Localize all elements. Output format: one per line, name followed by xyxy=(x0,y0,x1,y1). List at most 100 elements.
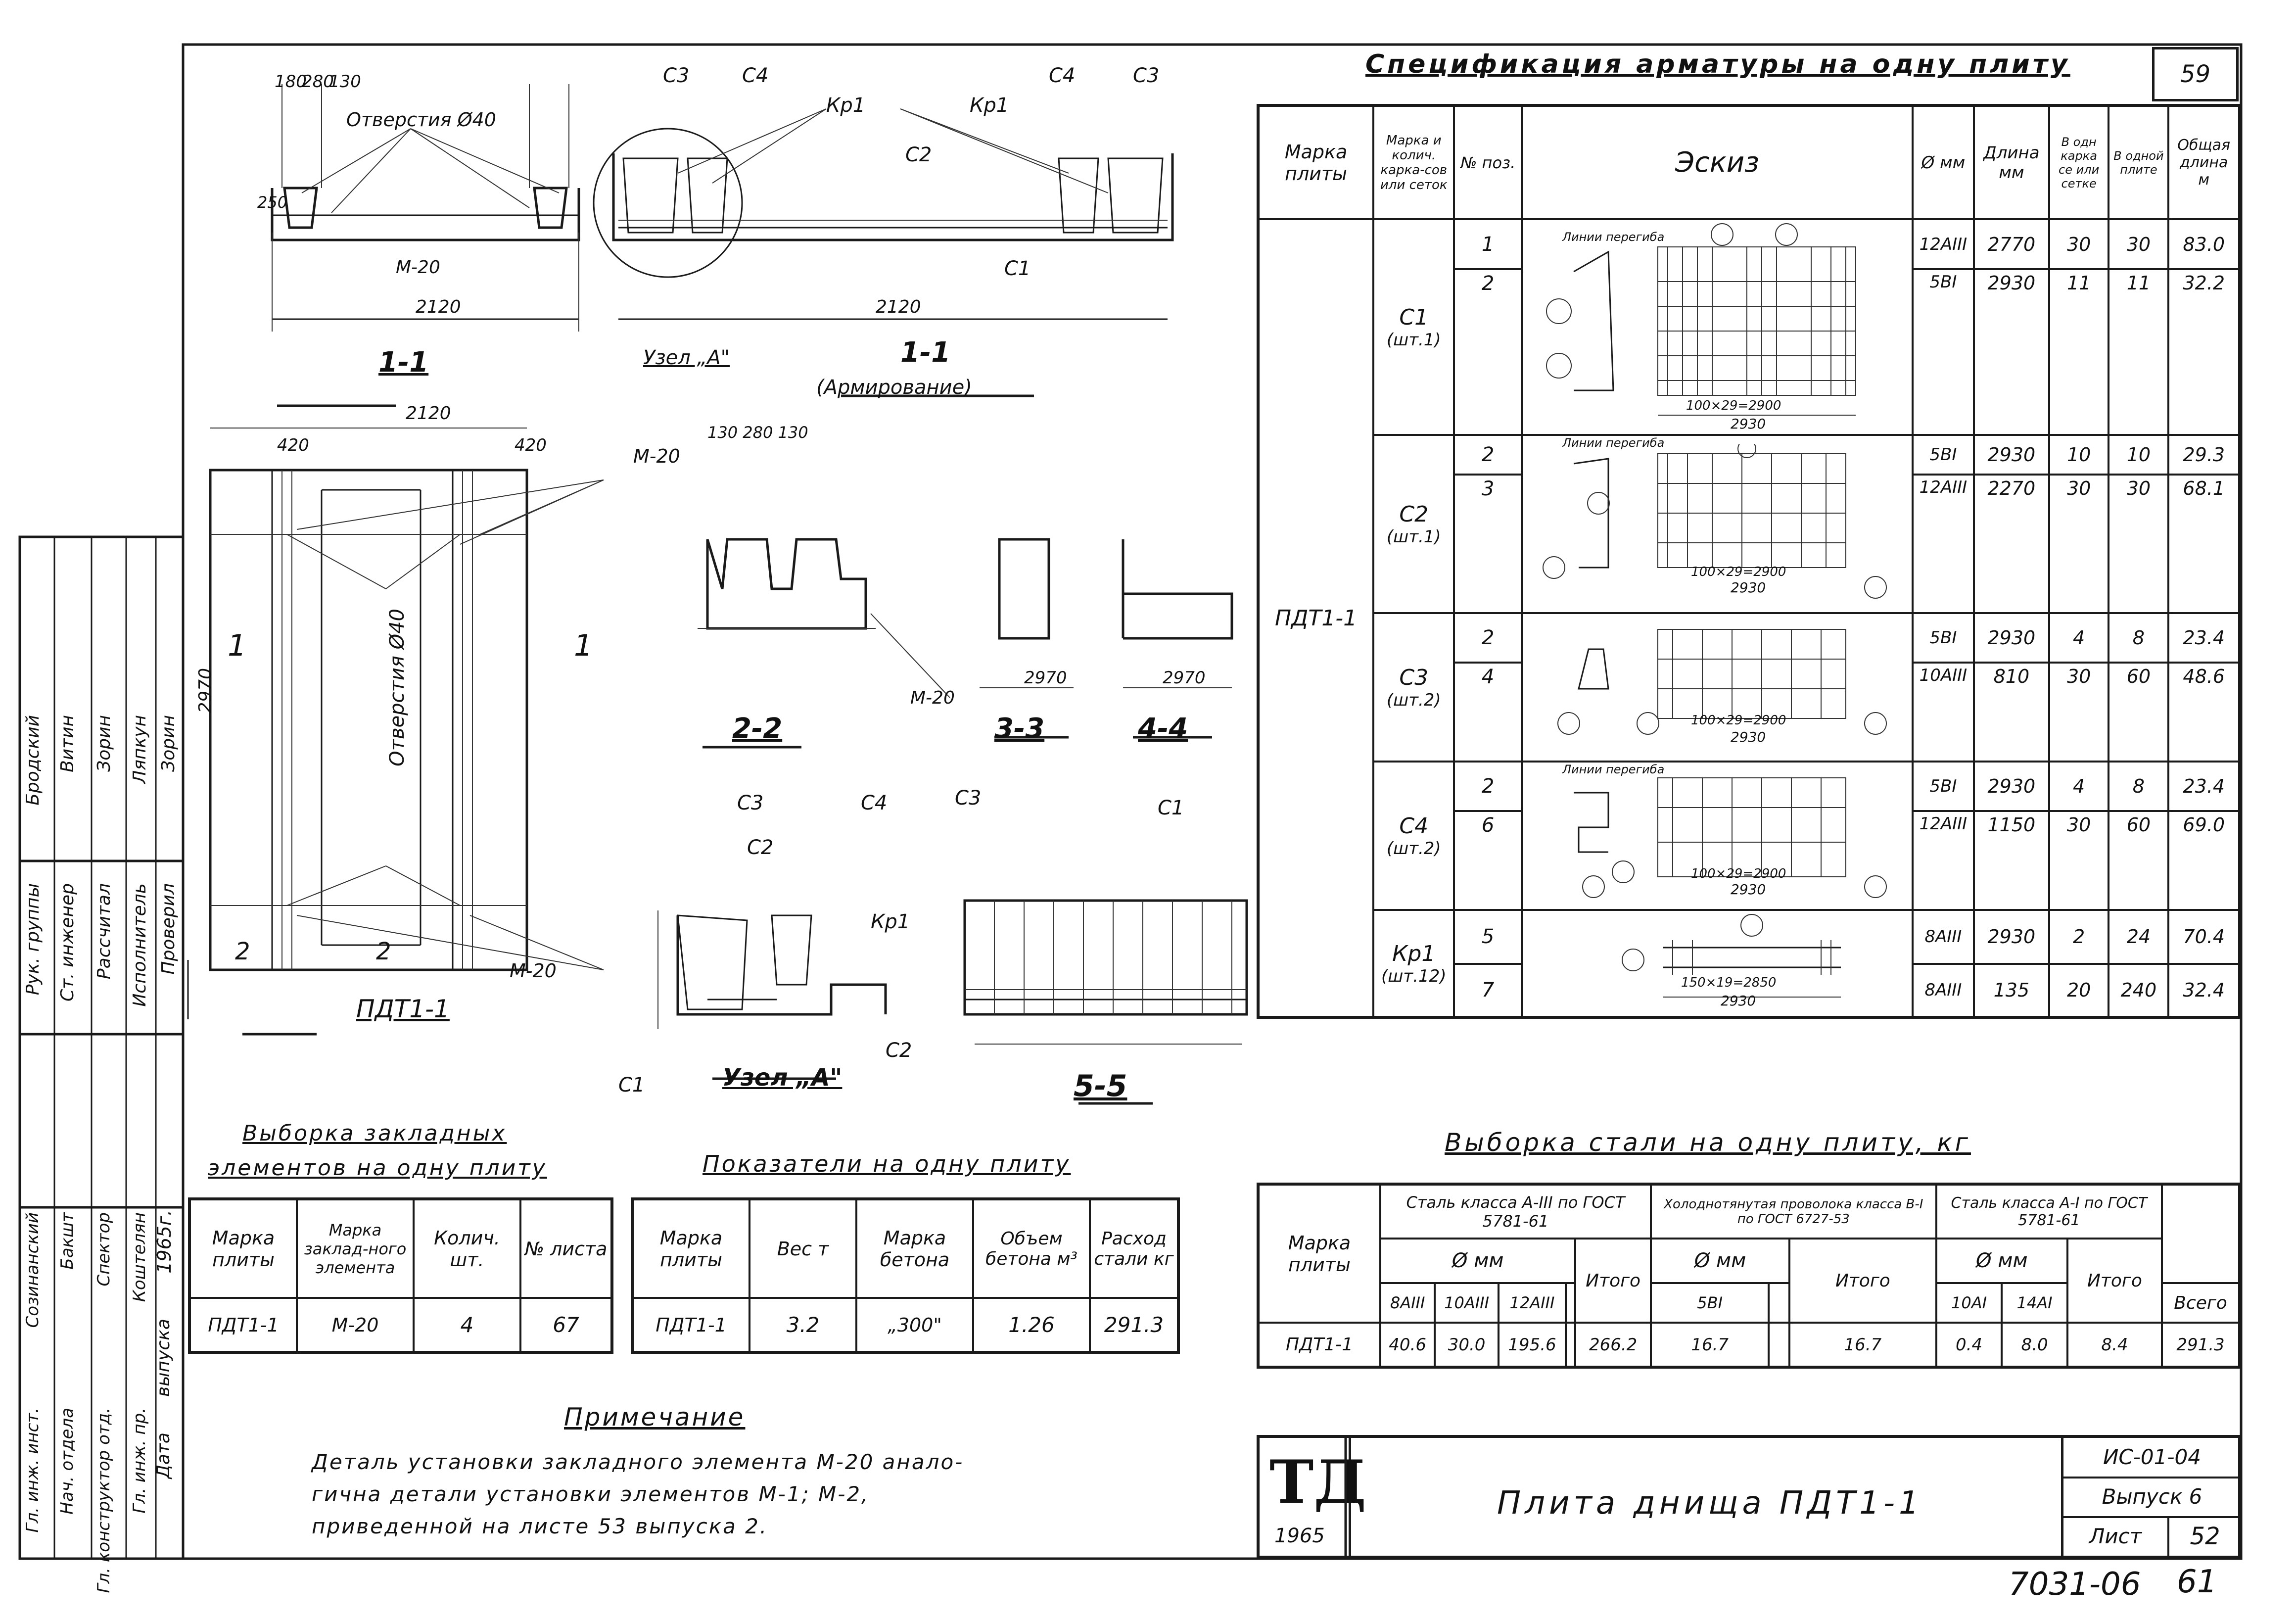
side-name-d: Ляпкун xyxy=(130,715,150,784)
steel-sub-8a3: 8АIII xyxy=(1379,1282,1436,1324)
stamp-issue: Выпуск 6 xyxy=(2063,1478,2241,1518)
spec-dia: 12АIII xyxy=(1911,810,1975,911)
embedded-row-qty: 4 xyxy=(413,1297,521,1353)
side-name-c: Зорин xyxy=(94,715,114,772)
section-1-1-dim-280: 280 xyxy=(302,72,334,92)
spec-header-len: Длина мм xyxy=(1972,104,2050,220)
spec-pos: 2 xyxy=(1453,268,1523,436)
note-line-2: гична детали установки элементов М-1; М-… xyxy=(312,1482,870,1506)
steel-sub-10a1: 10АI xyxy=(1935,1282,2003,1324)
spec-q1: 4 xyxy=(2048,761,2110,812)
side-role-b: Ст. инженер xyxy=(57,883,78,1002)
steel-row-blank1 xyxy=(1565,1322,1577,1368)
footer-number: 7031-06 xyxy=(2009,1566,2141,1603)
side-role-2: Нач. отдела xyxy=(57,1408,77,1515)
section-armir-c3-left: С3 xyxy=(663,64,690,87)
spec-header-dia: Ø мм xyxy=(1911,104,1975,220)
spec-header-q2: В одной плите xyxy=(2108,104,2170,220)
sketch-kr1-drawing xyxy=(1621,914,1841,998)
sketch-c3-drawing xyxy=(1557,629,1887,735)
side-role-4: Гл. инж. пр. xyxy=(130,1408,149,1514)
spec-q1: 30 xyxy=(2048,218,2110,271)
steel-row-8a3: 40.6 xyxy=(1379,1322,1436,1368)
steel-sub-10a3: 10АIII xyxy=(1434,1282,1499,1324)
steel-row-total-b1: 16.7 xyxy=(1788,1322,1937,1368)
section-1-1-dim-180: 180 xyxy=(275,72,307,92)
embedded-header-qty: Колич. шт. xyxy=(413,1198,521,1299)
stamp-sheet-no: 52 xyxy=(2190,1523,2220,1550)
sketch-kr1-dim1: 150×19=2850 xyxy=(1681,975,1777,990)
spec-pos: 2 xyxy=(1453,612,1523,664)
spec-q1: 2 xyxy=(2048,909,2110,965)
section-armir-kr1-right: Кр1 xyxy=(970,94,1009,117)
plan-drawing xyxy=(187,428,604,1036)
spec-dia: 12АIII xyxy=(1911,474,1975,614)
plan-section-mark-2: 2 xyxy=(235,938,250,965)
corner-number: 59 xyxy=(2180,60,2211,88)
indicators-row-steel: 291.3 xyxy=(1089,1297,1179,1353)
spec-header-total: Общая длина м xyxy=(2167,104,2241,220)
spec-q2: 60 xyxy=(2108,662,2170,763)
section-5-5-title: 5-5 xyxy=(1074,1069,1127,1103)
spec-total: 48.6 xyxy=(2167,662,2241,763)
spec-total: 83.0 xyxy=(2167,218,2241,271)
spec-total: 32.4 xyxy=(2167,962,2241,1018)
spec-dia: 5ВI xyxy=(1911,612,1975,664)
sketch-c2-bend: Линии перегиба xyxy=(1562,436,1665,450)
spec-len: 2770 xyxy=(1972,218,2050,271)
side-name-e: Зорин xyxy=(158,715,179,772)
spec-total: 29.3 xyxy=(2167,434,2241,476)
spec-dia: 10АIII xyxy=(1911,662,1975,763)
footer-number-2: 61 xyxy=(2177,1564,2217,1600)
drawings-area xyxy=(187,84,1248,1105)
steel-sub-14a1: 14АI xyxy=(2001,1282,2068,1324)
steel-col-mark: Марка плиты xyxy=(1257,1183,1381,1324)
spec-header-q1: В одн карка се или сетке xyxy=(2048,104,2110,220)
embedded-header-mark: Марка плиты xyxy=(188,1198,298,1299)
steel-dia-a3: Ø мм xyxy=(1379,1238,1577,1284)
steel-row-mark: ПДТ1-1 xyxy=(1257,1322,1381,1368)
spec-q1: 20 xyxy=(2048,962,2110,1018)
spec-sketch-c2: Линии перегиба 100×29=2900 2930 xyxy=(1520,434,1914,614)
spec-header-sketch: Эскиз xyxy=(1520,104,1914,220)
spec-title: Спецификация арматуры на одну плиту xyxy=(1365,49,2070,79)
side-name-b: Витин xyxy=(57,715,78,772)
plan-dim-420-left: 420 xyxy=(277,435,309,455)
indicators-header-volume: Объем бетона м³ xyxy=(972,1198,1091,1299)
sec22-dim-130b: 130 xyxy=(778,423,808,442)
spec-len: 135 xyxy=(1972,962,2050,1018)
spec-q1: 10 xyxy=(2048,434,2110,476)
sketch-c4-dim2: 2930 xyxy=(1730,881,1766,898)
spec-len: 2930 xyxy=(1972,909,2050,965)
spec-pos: 1 xyxy=(1453,218,1523,271)
embedded-row-element: М-20 xyxy=(296,1297,415,1353)
embedded-title-1: Выборка закладных xyxy=(242,1121,507,1146)
section-armir-c3-right: С3 xyxy=(1133,64,1160,87)
side-role-d: Исполнитель xyxy=(130,883,150,1007)
spec-q1: 30 xyxy=(2048,662,2110,763)
spec-q1: 11 xyxy=(2048,268,2110,436)
steel-sub-blank1 xyxy=(1565,1282,1577,1324)
section-4-4-drawing xyxy=(1122,539,1233,739)
spec-pos: 3 xyxy=(1453,474,1523,614)
section-2-2-title: 2-2 xyxy=(732,713,783,745)
stamp-year: 1965 xyxy=(1274,1525,1325,1547)
sketch-c1-drawing xyxy=(1546,223,1856,416)
section-1-1-title: 1-1 xyxy=(378,346,429,379)
sec22-dim-130a: 130 xyxy=(707,423,738,442)
steel-row-12a3: 195.6 xyxy=(1497,1322,1567,1368)
spec-dia: 5ВI xyxy=(1911,761,1975,812)
section-armir-kr1-left: Кр1 xyxy=(826,94,866,117)
stamp-code: ИС-01-04 xyxy=(2063,1438,2241,1478)
spec-len: 1150 xyxy=(1972,810,2050,911)
spec-q2: 11 xyxy=(2108,268,2170,436)
sketch-c3-dim2: 2930 xyxy=(1730,729,1766,745)
section-armir-subtitle: (Армирование) xyxy=(816,376,972,399)
sketch-c4-dim1: 100×29=2900 xyxy=(1690,866,1786,881)
spec-q2: 60 xyxy=(2108,810,2170,911)
plan-section-mark-2b: 2 xyxy=(376,938,391,965)
spec-total: 70.4 xyxy=(2167,909,2241,965)
spec-group-c1: С1(шт.1) xyxy=(1372,218,1455,436)
spec-q2: 30 xyxy=(2108,474,2170,614)
stamp-lines xyxy=(1344,1435,1347,1559)
